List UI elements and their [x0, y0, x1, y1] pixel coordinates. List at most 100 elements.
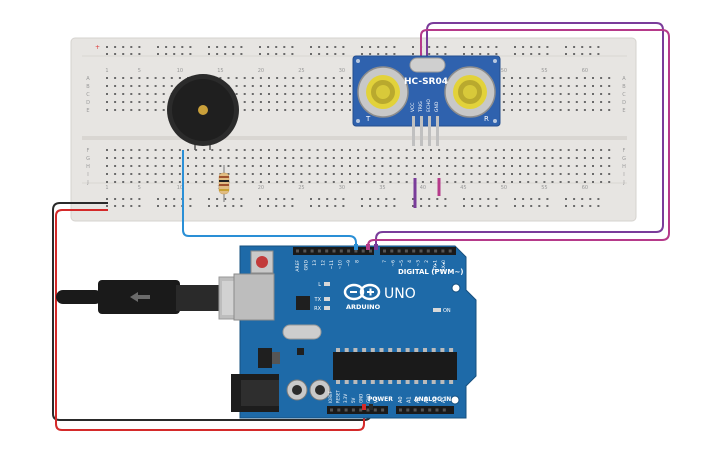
breadboard-row-letter: A: [622, 76, 626, 82]
wire-blue-buzzer[interactable]: [182, 150, 357, 248]
wire-purple-echo[interactable]: [375, 22, 664, 248]
analog-pin-label: A4: [432, 396, 438, 403]
power-label: POWER: [368, 396, 393, 403]
analog-label: ANALOG IN: [414, 396, 451, 403]
wire-ends: [354, 244, 378, 410]
digital-pin-label: AREF: [295, 260, 301, 272]
breadboard-col-number: 5: [138, 185, 141, 191]
digital-label: DIGITAL (PWM~): [398, 268, 463, 276]
board-model: UNO: [384, 286, 416, 302]
resistor[interactable]: [218, 165, 230, 202]
digital-pin-label: ~3: [416, 260, 422, 267]
crystal: [282, 324, 322, 340]
digital-pin-label: RX◂0: [441, 260, 447, 271]
digital-pin-label: ~9: [346, 260, 352, 267]
digital-pin-label: 13: [312, 260, 318, 266]
digital-pin-label: ~6: [390, 260, 396, 267]
breadboard-col-number: 1: [105, 185, 108, 191]
analog-pin-label: A5: [441, 396, 447, 403]
breadboard-row-letter: D: [622, 100, 626, 106]
piezo-buzzer[interactable]: [167, 74, 239, 150]
digital-pin-label: 7: [382, 260, 388, 263]
breadboard-col-number: 30: [339, 185, 345, 191]
breadboard-col-number: 10: [177, 68, 183, 74]
led-on: [433, 308, 441, 312]
buzzer-hole: [198, 105, 208, 115]
breadboard-col-number: 50: [501, 68, 507, 74]
digital-pin-label: 12: [321, 260, 327, 266]
sensor-transmitter: [357, 66, 409, 118]
breadboard-col-number: 30: [339, 68, 345, 74]
power-pin-label: 5V: [351, 397, 356, 403]
breadboard-row-letter: G: [622, 156, 626, 162]
wire-magenta-trig[interactable]: [367, 29, 670, 248]
power-pin-label: RESET: [336, 390, 341, 403]
breadboard-col-number: 55: [541, 68, 547, 74]
breadboard-row-letter: F: [623, 148, 626, 154]
digital-pin-label: ~5: [399, 260, 405, 267]
arduino-logo-icon: [343, 283, 381, 301]
wires: [52, 22, 670, 431]
sensor-pin-headers: [412, 116, 439, 146]
sensor-mark-t: T: [365, 115, 371, 123]
power-pin-label: IOREF: [328, 390, 333, 403]
usb-chip: [296, 296, 310, 310]
analog-pin-label: A0: [398, 396, 404, 403]
analog-pin-label: A1: [407, 396, 413, 403]
breadboard-col-number: 35: [379, 185, 385, 191]
breadboard-col-number: 15: [217, 68, 223, 74]
breadboard-row-letter: E: [622, 108, 625, 114]
analog-pin-label: A3: [424, 396, 430, 403]
power-pin-label: GND: [366, 394, 371, 403]
header-analog: [396, 406, 454, 414]
digital-pin-label: GND: [304, 259, 310, 270]
digital-pin-label: 4: [407, 260, 413, 263]
breadboard-row-letter: B: [86, 84, 90, 90]
breadboard-col-number: 55: [541, 185, 547, 191]
led-label: RX: [314, 306, 321, 312]
breadboard-col-number: 1: [105, 68, 108, 74]
breadboard-col-number: 60: [582, 185, 588, 191]
header-digital-right: [380, 247, 456, 255]
power-pin-label: GND: [358, 394, 363, 403]
breadboard-row-letter: C: [622, 92, 626, 98]
breadboard-col-number: 25: [298, 185, 304, 191]
breadboard-row-letter: I: [623, 172, 624, 178]
led-label: L: [318, 282, 321, 288]
power-pin-label: Vin: [374, 396, 379, 403]
sensor-receiver: [444, 66, 496, 118]
digital-pin-label: 8: [355, 260, 361, 263]
breadboard-row-letter: D: [86, 100, 90, 106]
breadboard-row-letter: I: [87, 172, 88, 178]
on-label: ON: [443, 308, 451, 314]
header-power: [327, 406, 388, 414]
breadboard-col-number: 10: [177, 185, 183, 191]
sensor-pin-label: TRIG: [418, 101, 424, 113]
usb-cable: [56, 276, 270, 320]
breadboard-col-number: 25: [298, 68, 304, 74]
led-rx: [324, 306, 330, 310]
breadboard-row-letter: A: [86, 76, 90, 82]
sensor-mark-r: R: [484, 115, 489, 123]
sensor-pin-label: ECHO: [426, 99, 432, 112]
breadboard-col-number: 60: [582, 68, 588, 74]
power-pin-label: 3.3V: [343, 394, 348, 403]
breadboard-row-letter: H: [86, 164, 90, 170]
breadboard-row-letter: F: [87, 148, 90, 154]
digital-pin-label: ~11: [329, 260, 335, 270]
usb-icon: [130, 292, 150, 302]
breadboard-row-letter: C: [86, 92, 90, 98]
breadboard-row-letter: G: [86, 156, 90, 162]
breadboard-row-letter: J: [622, 180, 624, 186]
led-label: TX: [314, 297, 322, 303]
sensor-pin-label: VCC: [410, 103, 416, 112]
breadboard-row-letter: J: [86, 180, 88, 186]
wire-red-5v[interactable]: [55, 209, 365, 431]
breadboard-row-letter: E: [86, 108, 89, 114]
arduino-logo-text: ARDUINO: [346, 303, 381, 311]
digital-pin-label: TX▸1: [432, 260, 438, 272]
